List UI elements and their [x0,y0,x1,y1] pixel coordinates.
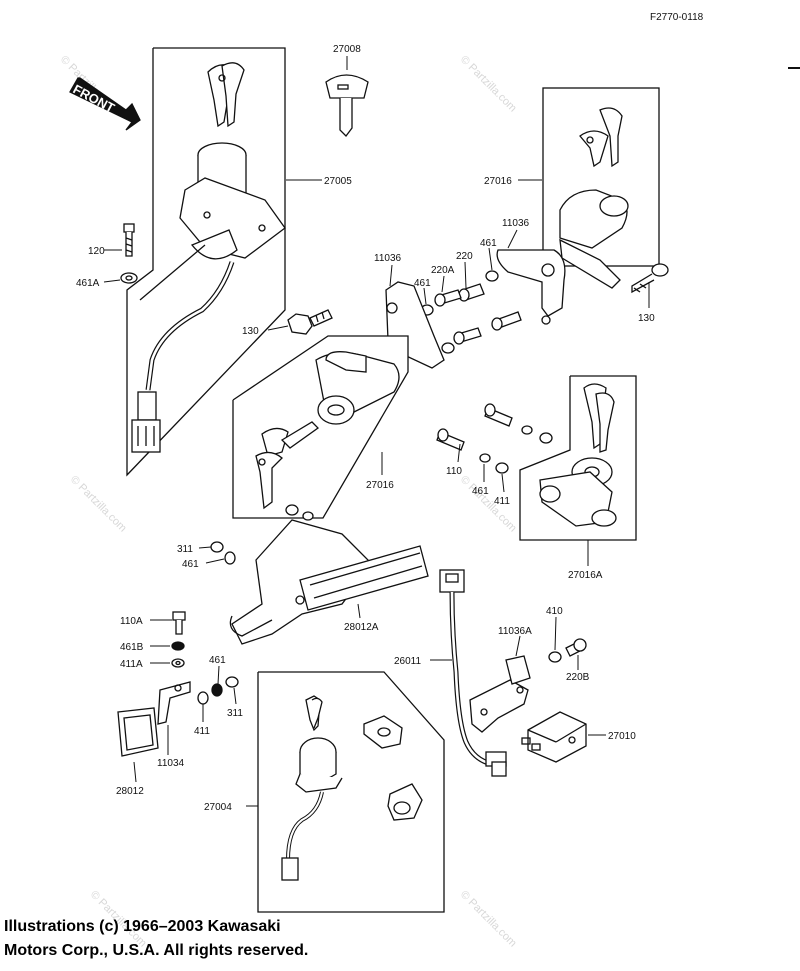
part-labels: 27008 27005 120 461A 27016 11036 11036 4… [76,44,655,813]
label-130-left: 130 [242,326,259,337]
switch-27010-group [469,616,606,763]
harness-26011-group [430,569,507,777]
label-411-d: 411 [194,726,210,737]
label-411A: 411A [120,659,143,670]
bolt-130-left [267,309,333,335]
label-11036A: 11036A [498,626,532,637]
label-410: 410 [546,606,563,617]
bracket-11036-right [420,229,566,354]
label-27016-top: 27016 [484,176,512,187]
ignition-set-27004-group [246,671,445,913]
label-11036-right: 11036 [502,218,530,229]
label-461A: 461A [76,278,100,289]
watermark-6: © Partzilla.com [458,889,519,950]
copyright-line-1: Illustrations (c) 1966–2003 Kawasaki [4,918,281,935]
label-28012: 28012 [116,786,144,797]
label-27005: 27005 [324,176,352,187]
label-461-d: 461 [209,655,226,666]
label-120: 120 [88,246,105,257]
figure-code: F2770-0118 [650,12,704,23]
ignition-switch-27005-group [103,47,322,477]
watermark-3: © Partzilla.com [68,474,129,535]
label-27016A: 27016A [568,570,603,581]
label-461-c: 461 [182,559,199,570]
label-27004: 27004 [204,802,232,813]
label-110: 110 [446,466,462,477]
label-27008: 27008 [333,44,361,55]
label-11034: 11034 [157,758,185,769]
label-26011: 26011 [394,656,422,667]
lock-27016A-group [436,375,637,566]
label-461-b: 461 [472,486,489,497]
label-28012A: 28012A [344,622,379,633]
front-arrow-icon: FRONT [69,77,141,131]
reflector-28012-group [117,611,239,783]
label-27010: 27010 [608,731,636,742]
label-411-b: 411 [494,496,510,507]
label-27016-mid: 27016 [366,480,394,491]
label-11036-mid: 11036 [374,253,402,264]
label-461B: 461B [120,642,144,653]
copyright-line-2: Motors Corp., U.S.A. All rights reserved… [4,942,309,959]
watermark-2: © Partzilla.com [458,54,519,115]
label-311-a: 311 [177,544,193,555]
key-27008 [325,56,369,137]
reflector-28012A-group [198,504,429,645]
label-220B: 220B [566,672,590,683]
label-461-mid: 461 [414,278,431,289]
label-311-d: 311 [227,708,243,719]
seat-lock-27016-top-group [518,87,669,308]
label-110A: 110A [120,616,143,627]
label-220A: 220A [431,265,455,276]
label-130-right: 130 [638,313,655,324]
label-461-right: 461 [480,238,497,249]
label-220: 220 [456,251,473,262]
seat-lock-27016-mid-group [232,335,409,519]
